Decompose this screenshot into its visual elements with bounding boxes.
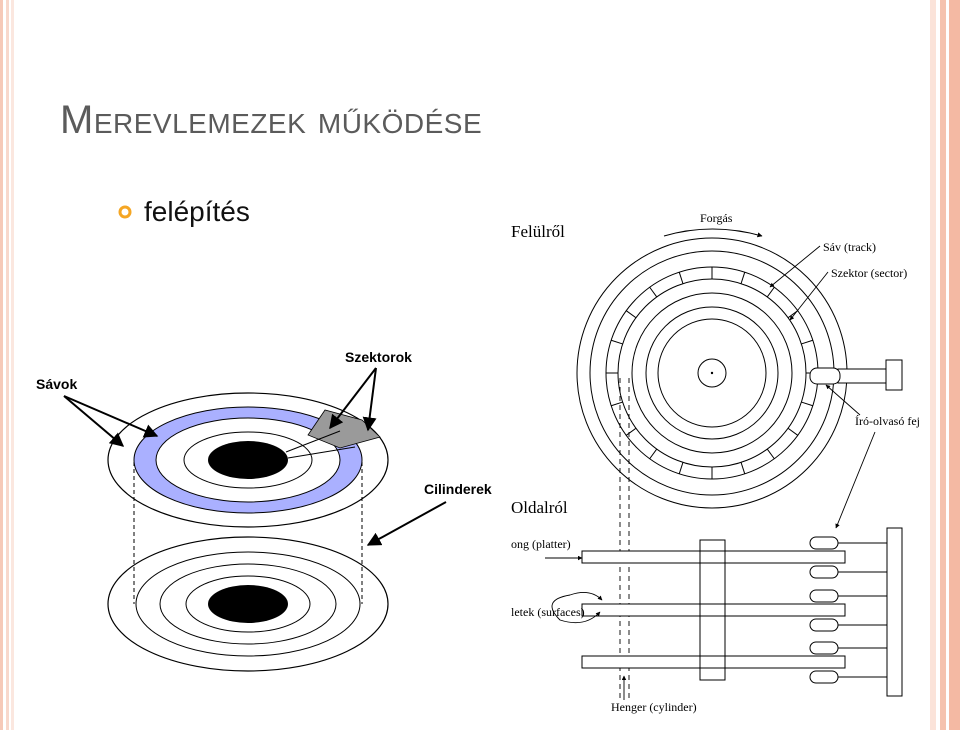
bullet-text: felépítés <box>144 196 250 227</box>
side-head <box>809 618 839 632</box>
top-platter <box>107 392 389 528</box>
label-head: Író-olvasó fej <box>855 414 920 428</box>
label-rotation: Forgás <box>700 211 733 225</box>
bullet-item: felépítés <box>118 196 250 228</box>
side-head <box>809 641 839 655</box>
right-top-view: Felülről Forgás Sáv (track) Szektor (sec… <box>511 211 920 700</box>
spindle-hub <box>208 441 288 479</box>
sector-divider <box>740 462 746 474</box>
side-head <box>809 536 839 550</box>
platter-1 <box>581 550 846 564</box>
read-write-head <box>809 367 841 385</box>
sector-divider <box>766 286 775 298</box>
slide-border-right <box>930 0 960 730</box>
slide-title: Merevlemezek működése <box>60 98 483 142</box>
platter-3 <box>581 655 846 669</box>
label-tracks: Sávok <box>36 376 77 392</box>
side-head <box>809 670 839 684</box>
label-cylinders: Cilinderek <box>424 481 492 497</box>
side-head <box>809 589 839 603</box>
head-arm <box>837 368 889 384</box>
label-track: Sáv (track) <box>823 240 876 254</box>
label-sector: Szektor (sector) <box>831 266 907 280</box>
side-heads <box>809 536 887 684</box>
label-cylinder: Henger (cylinder) <box>611 700 697 714</box>
sector-divider <box>678 462 684 474</box>
sector-divider <box>649 286 658 298</box>
actuator <box>886 527 903 697</box>
sector-divider <box>766 448 775 460</box>
sector-divider <box>625 310 637 319</box>
bottom-platter <box>107 536 389 672</box>
rotation-arrow <box>663 228 763 238</box>
sector-divider <box>740 272 746 284</box>
slide-border-left <box>0 0 14 730</box>
sector-divider <box>787 427 799 436</box>
heading-side-view: Oldalról <box>511 498 568 517</box>
bullet-ring-icon <box>118 205 132 219</box>
side-head <box>809 565 839 579</box>
label-sectors: Szektorok <box>345 349 412 365</box>
sector-divider <box>625 427 637 436</box>
sector-divider <box>678 272 684 284</box>
label-surfaces: letek (surfaces) <box>511 605 585 619</box>
left-disk-diagram: Sávok Szektorok Cilinderek <box>36 349 492 672</box>
sector-divider <box>611 401 623 407</box>
sector-divider <box>649 448 658 460</box>
sector-divider <box>801 339 813 345</box>
sector-divider <box>801 401 813 407</box>
right-side-view: Oldalról ong (platter) letek (surfaces) … <box>511 498 903 714</box>
label-platter: ong (platter) <box>511 537 571 551</box>
sector-divider <box>611 339 623 345</box>
platter-2 <box>581 603 846 617</box>
heading-top-view: Felülről <box>511 222 565 241</box>
